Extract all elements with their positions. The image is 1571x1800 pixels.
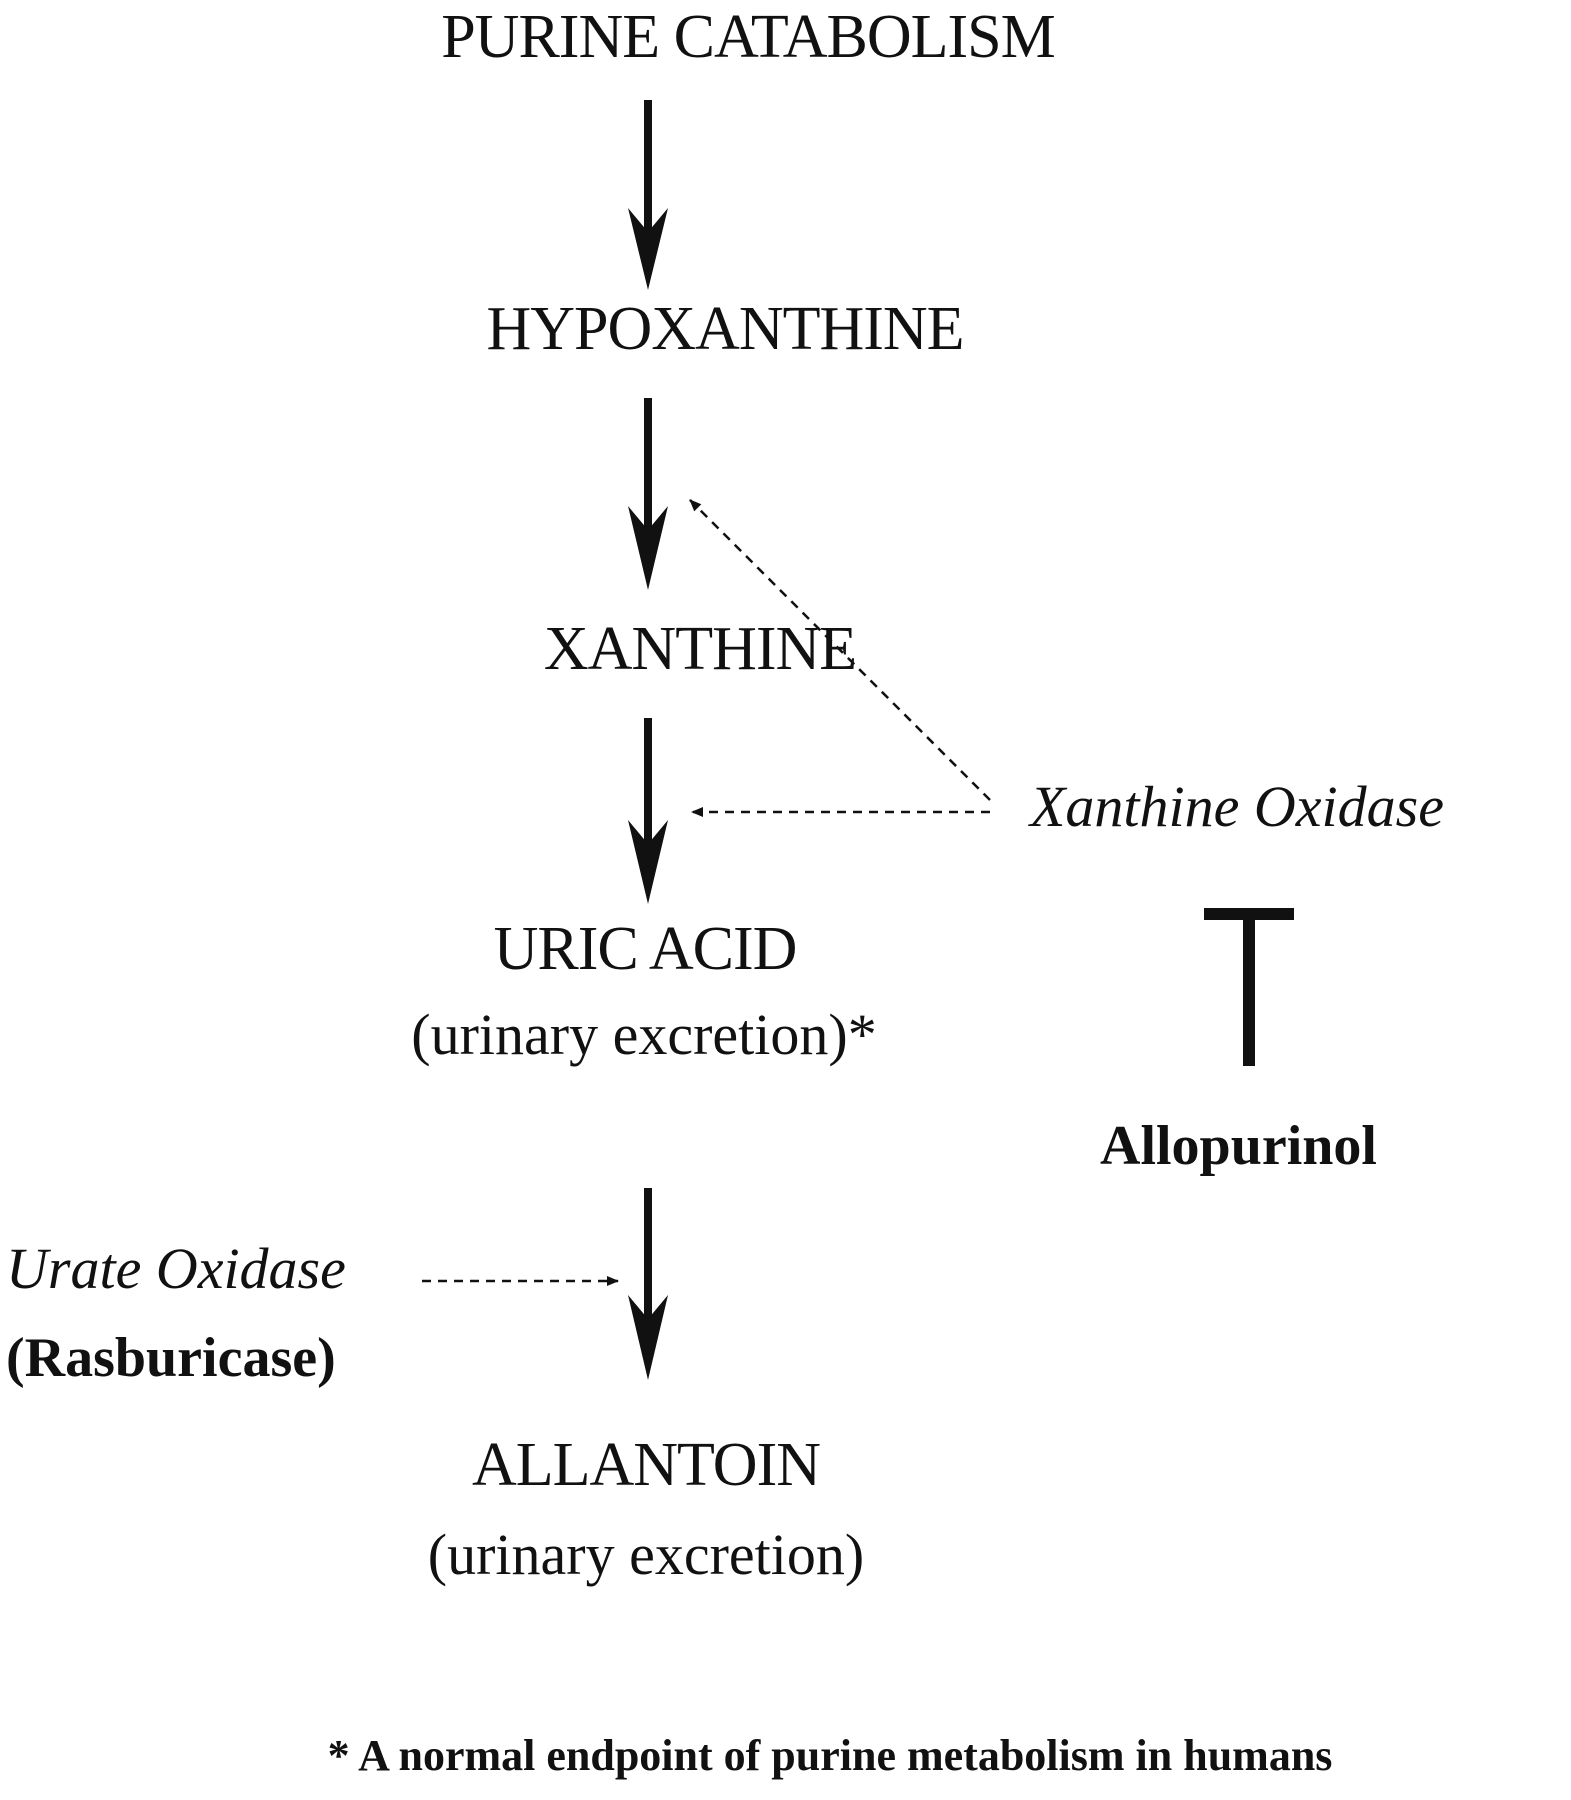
node-allantoin: ALLANTOIN: [471, 1431, 821, 1499]
inhibition-bar: [1204, 908, 1294, 1066]
node-xanthine: XANTHINE: [543, 615, 857, 683]
node-purine-catabolism: PURINE CATABOLISM: [441, 3, 1056, 71]
enzyme-urate-oxidase: Urate Oxidase: [6, 1236, 346, 1301]
drug-allopurinol: Allopurinol: [1100, 1115, 1377, 1177]
node-uric-acid: URIC ACID: [493, 915, 798, 983]
arrow-xanthine-to-uric-acid: [628, 718, 668, 904]
dashed-arrow-xanthine-oxidase-to-step1: [689, 499, 991, 801]
allantoin-excretion-note: (urinary excretion): [427, 1522, 865, 1587]
arrow-uric-acid-to-allantoin: [628, 1188, 668, 1380]
node-hypoxanthine: HYPOXANTHINE: [486, 295, 964, 363]
drug-rasburicase: (Rasburicase): [6, 1327, 336, 1389]
footnote: * A normal endpoint of purine metabolism…: [327, 1731, 1333, 1780]
uric-acid-excretion-note: (urinary excretion)*: [411, 1002, 877, 1067]
enzyme-xanthine-oxidase: Xanthine Oxidase: [1030, 774, 1444, 839]
arrow-hypoxanthine-to-xanthine: [628, 398, 668, 590]
arrow-purine-to-hypoxanthine: [628, 100, 668, 290]
